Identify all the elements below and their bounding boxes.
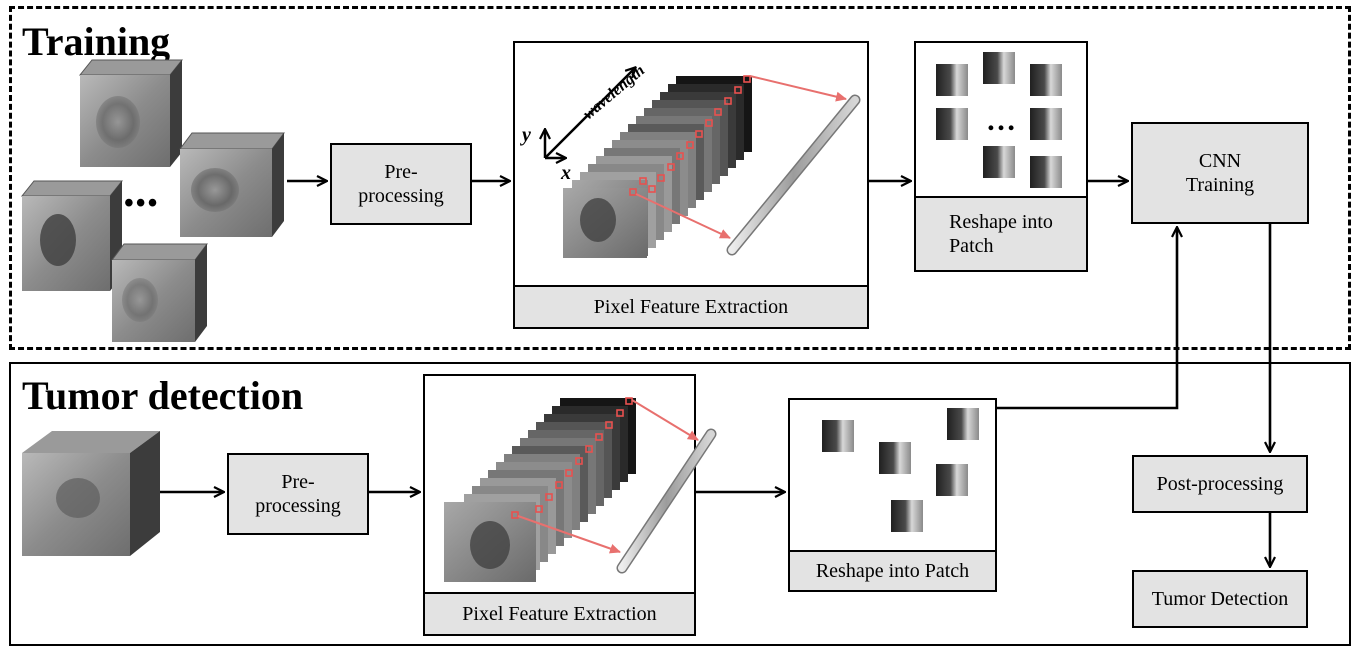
training-feature-extraction-caption: Pixel Feature Extraction [515, 285, 867, 327]
axis-x-label: x [561, 162, 571, 184]
training-preprocessing-label: Pre- processing [358, 161, 444, 207]
detection-patches [822, 408, 979, 532]
training-title: Training [22, 19, 171, 64]
training-reshape-caption: Reshape into Patch [916, 196, 1086, 270]
detection-pixel-markers [511, 397, 633, 519]
detection-title: Tumor detection [22, 373, 304, 418]
detection-pointer-lines [517, 399, 699, 554]
tumor-detection-label: Tumor Detection [1151, 588, 1289, 610]
detection-feature-extraction-label: Pixel Feature Extraction [462, 602, 657, 625]
cube-icon [179, 132, 285, 237]
training-pixel-markers [629, 75, 751, 196]
detection-reshape-caption: Reshape into Patch [790, 550, 995, 590]
training-panel [9, 6, 1351, 350]
tumor-detection-box: Tumor Detection [1132, 570, 1308, 628]
training-patches [936, 52, 1062, 188]
detection-feature-extraction-caption: Pixel Feature Extraction [425, 592, 694, 634]
training-reshape-label: Reshape into Patch [949, 211, 1053, 257]
cube-icon [22, 431, 160, 556]
cnn-training-label: CNN Training [1185, 150, 1255, 196]
cube-icon [78, 59, 184, 167]
cube-ellipsis: ••• [124, 188, 160, 219]
axis-y-label: y [522, 124, 531, 146]
detection-spectrum-rod [616, 428, 717, 574]
detection-panel [9, 362, 1351, 646]
training-slice-stack [563, 76, 752, 258]
training-axes [545, 68, 635, 158]
cube-icon [111, 243, 208, 342]
detection-slice-stack [444, 398, 636, 582]
training-feature-extraction-label: Pixel Feature Extraction [593, 295, 789, 318]
detection-reshape-label: Reshape into Patch [815, 559, 970, 582]
training-spectrum-rod [726, 94, 861, 256]
postprocessing-box: Post-processing [1132, 455, 1308, 513]
postprocessing-label: Post-processing [1156, 473, 1284, 495]
detection-preprocessing-box: Pre- processing [227, 453, 369, 535]
training-patch-ellipsis: … [986, 104, 1016, 137]
training-preprocessing-box: Pre- processing [330, 143, 472, 225]
detection-preprocessing-label: Pre- processing [255, 471, 341, 517]
training-pointer-lines [635, 75, 847, 239]
flow-arrows [160, 181, 1270, 566]
cnn-training-box: CNN Training [1131, 122, 1309, 224]
